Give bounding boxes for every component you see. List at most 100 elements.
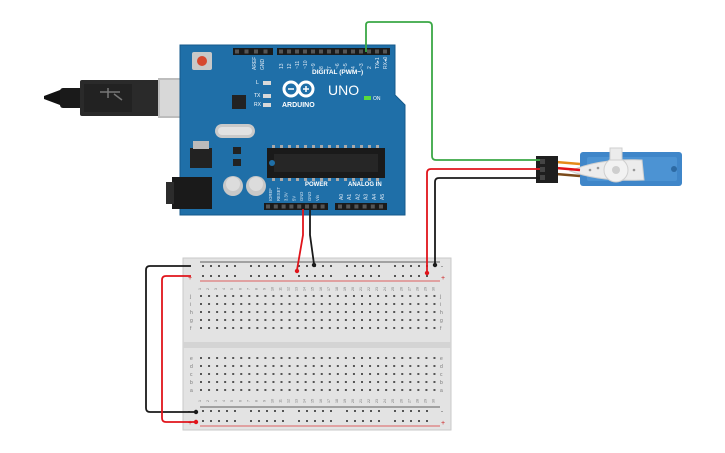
rail-hole: [218, 410, 220, 412]
column-number-label: 12: [287, 399, 291, 403]
breadboard-hole: [425, 373, 428, 375]
header-hole: [289, 204, 294, 209]
breadboard-hole: [232, 327, 235, 329]
breadboard-hole: [256, 319, 259, 321]
breadboard-hole: [224, 357, 227, 359]
rail-hole: [410, 410, 412, 412]
breadboard-hole: [312, 381, 315, 383]
breadboard-hole: [425, 303, 428, 305]
breadboard-hole: [304, 381, 307, 383]
breadboard-hole: [352, 365, 355, 367]
rail-hole: [330, 410, 332, 412]
analog-pin-label: A1: [347, 194, 353, 200]
column-number-label: 12: [287, 287, 291, 291]
rail-hole: [202, 275, 204, 277]
rail-hole: [306, 420, 308, 422]
breadboard-hole: [344, 373, 347, 375]
header-hole: [335, 49, 339, 54]
breadboard-hole: [200, 381, 202, 383]
column-number-label: 22: [367, 287, 371, 291]
rail-hole: [298, 275, 300, 277]
breadboard-hole: [312, 311, 315, 313]
breadboard-hole: [248, 295, 251, 297]
header-hole: [273, 204, 278, 209]
rail-hole: [250, 410, 252, 412]
chip-leg: [304, 178, 307, 181]
chip-leg: [312, 145, 315, 148]
rail-hole: [402, 420, 404, 422]
breadboard-hole: [377, 365, 380, 367]
breadboard-hole: [296, 373, 299, 375]
breadboard-hole: [417, 365, 420, 367]
column-number-label: 26: [399, 399, 403, 403]
column-number-label: 23: [375, 399, 379, 403]
digital-pin-label: 7: [327, 66, 333, 69]
rail-plus-bottom-right: +: [441, 420, 445, 427]
breadboard-hole: [272, 295, 275, 297]
breadboard-hole: [256, 295, 259, 297]
breadboard-hole: [232, 373, 235, 375]
breadboard-hole: [417, 373, 420, 375]
breadboard-hole: [393, 389, 396, 391]
column-number-label: 27: [407, 399, 411, 403]
column-number-label: 1: [198, 400, 202, 402]
header-hole: [338, 204, 342, 209]
digital-pin-label: RX◂0: [383, 57, 389, 69]
breadboard-hole: [377, 327, 380, 329]
header-hole: [346, 204, 351, 209]
rail-hole: [330, 265, 332, 267]
gnd-label: GND: [260, 59, 266, 71]
breadboard-hole: [336, 319, 339, 321]
breadboard-hole: [256, 327, 259, 329]
analog-pin-label: A4: [372, 194, 378, 200]
breadboard-hole: [216, 373, 219, 375]
breadboard-hole: [200, 311, 202, 313]
rail-hole: [418, 420, 420, 422]
breadboard-hole: [320, 373, 323, 375]
column-number-label: 13: [295, 399, 299, 403]
breadboard-hole: [409, 365, 412, 367]
rail-hole: [234, 265, 236, 267]
breadboard-hole: [208, 357, 211, 359]
breadboard-hole: [240, 373, 243, 375]
header-hole: [359, 49, 363, 54]
rail-hole: [250, 265, 252, 267]
breadboard-hole: [385, 389, 388, 391]
breadboard-hole: [385, 381, 388, 383]
breadboard-hole: [433, 327, 436, 329]
breadboard-hole: [304, 357, 307, 359]
breadboard-hole: [232, 365, 235, 367]
breadboard-hole: [232, 295, 235, 297]
wire-black-gnd: [309, 209, 315, 265]
header-hole: [362, 204, 367, 209]
breadboard-hole: [240, 319, 243, 321]
aref-label: AREF: [252, 57, 258, 70]
rail-hole: [274, 410, 276, 412]
breadboard-hole: [385, 311, 388, 313]
arduino-brand: ARDUINO: [282, 102, 315, 109]
rail-plus-top-right: +: [441, 275, 445, 282]
column-number-label: 28: [415, 287, 419, 291]
rail-hole: [410, 265, 412, 267]
breadboard-hole: [280, 373, 283, 375]
breadboard-hole: [272, 311, 275, 313]
breadboard-hole: [409, 327, 412, 329]
rail-hole: [394, 410, 396, 412]
rail-hole: [322, 420, 324, 422]
breadboard-hole: [433, 311, 436, 313]
breadboard-hole: [280, 303, 283, 305]
breadboard-hole: [208, 373, 211, 375]
breadboard-hole: [336, 373, 339, 375]
breadboard-hole: [344, 319, 347, 321]
header-hole: [279, 49, 283, 54]
breadboard-hole: [320, 365, 323, 367]
column-number-label: 8: [254, 288, 258, 290]
breadboard-hole: [369, 311, 372, 313]
header-hole: [383, 49, 387, 54]
rail-minus-top-right: -: [441, 264, 443, 270]
chip-leg: [272, 145, 275, 148]
chip-leg: [368, 145, 371, 148]
breadboard-hole: [361, 389, 363, 391]
breadboard-hole: [272, 373, 275, 375]
